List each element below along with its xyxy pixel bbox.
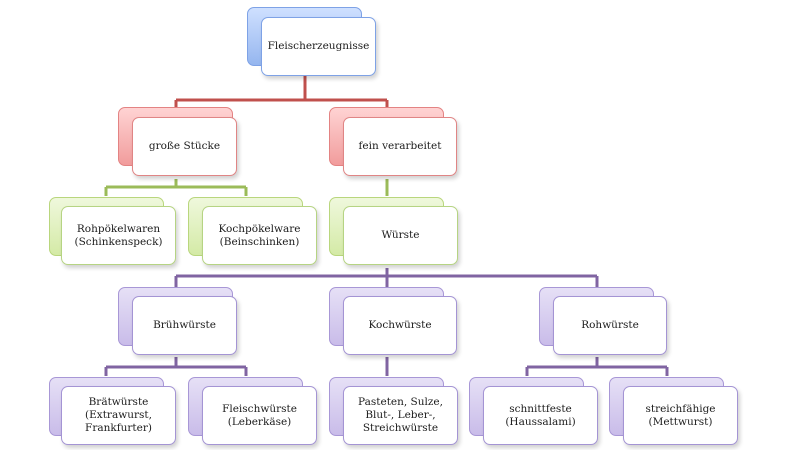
- level2-connector: [174, 268, 599, 287]
- level3-connector: [104, 357, 669, 376]
- level1-connector: [104, 179, 389, 196]
